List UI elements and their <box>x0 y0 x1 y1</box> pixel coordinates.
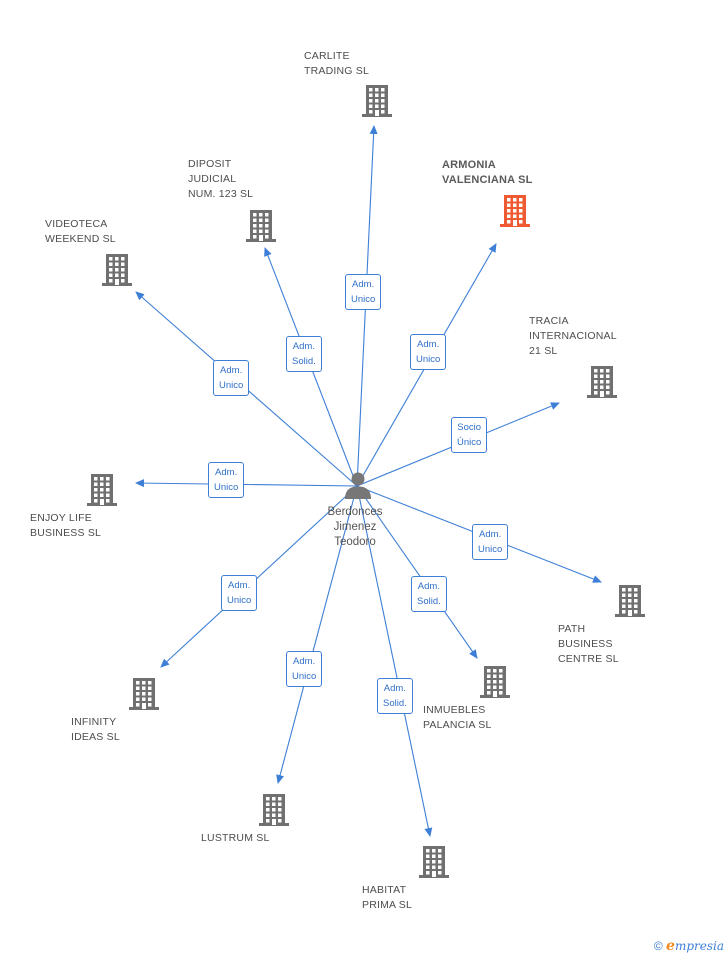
company-label-armonia[interactable]: ARMONIA VALENCIANA SL <box>442 159 533 186</box>
building-icon-diposit[interactable] <box>244 208 278 244</box>
edge-label-lustrum[interactable]: Adm. Unico <box>286 651 323 687</box>
edge-label-habitat[interactable]: Adm. Solid. <box>377 678 413 714</box>
edge-label-inmuebles[interactable]: Adm. Solid. <box>411 576 447 612</box>
edge-line-inmuebles <box>356 485 478 659</box>
person-label: Berdonces Jimenez Teodoro <box>327 506 383 548</box>
company-label-enjoy[interactable]: ENJOY LIFE BUSINESS SL <box>30 512 102 539</box>
edge-label-carlite[interactable]: Adm. Unico <box>345 274 382 310</box>
building-icon-inmuebles[interactable] <box>478 664 512 700</box>
edge-label-enjoy[interactable]: Adm. Unico <box>208 462 245 498</box>
company-label-habitat[interactable]: HABITAT PRIMA SL <box>362 884 413 911</box>
person-icon <box>345 472 371 499</box>
edge-label-armonia[interactable]: Adm. Unico <box>410 334 447 370</box>
person-node[interactable] <box>330 466 386 506</box>
edge-label-videoteca[interactable]: Adm. Unico <box>213 360 250 396</box>
company-label-tracia[interactable]: TRACIA INTERNACIONAL 21 SL <box>529 315 617 357</box>
building-icon-videoteca[interactable] <box>100 252 134 288</box>
company-label-videoteca[interactable]: VIDEOTECA WEEKEND SL <box>45 218 116 245</box>
company-label-inmuebles[interactable]: INMUEBLES PALANCIA SL <box>423 704 492 731</box>
company-label-path[interactable]: PATH BUSINESS CENTRE SL <box>558 623 619 665</box>
company-label-lustrum[interactable]: LUSTRUM SL <box>201 832 270 844</box>
edge-line-lustrum <box>276 485 358 784</box>
building-icon-habitat[interactable] <box>417 844 451 880</box>
building-icon-infinity[interactable] <box>127 676 161 712</box>
company-label-diposit[interactable]: DIPOSIT JUDICIAL NUM. 123 SL <box>188 158 254 200</box>
building-icon-lustrum[interactable] <box>257 792 291 828</box>
building-icon-carlite[interactable] <box>360 83 394 119</box>
footer: © empresia <box>654 938 724 954</box>
edge-line-habitat <box>356 485 433 837</box>
company-label-carlite[interactable]: CARLITE TRADING SL <box>304 50 370 77</box>
building-icon-tracia[interactable] <box>585 364 619 400</box>
edge-label-infinity[interactable]: Adm. Unico <box>221 575 258 611</box>
building-icon-enjoy[interactable] <box>85 472 119 508</box>
building-icon-path[interactable] <box>613 583 647 619</box>
edge-line-infinity <box>160 485 358 668</box>
edge-line-enjoy <box>135 479 358 488</box>
edge-label-path[interactable]: Adm. Unico <box>472 524 509 560</box>
copyright-symbol: © <box>653 939 663 953</box>
company-label-infinity[interactable]: INFINITY IDEAS SL <box>71 716 120 743</box>
brand-logo[interactable]: empresia <box>666 938 724 954</box>
edge-label-diposit[interactable]: Adm. Solid. <box>286 336 322 372</box>
building-icon-armonia[interactable] <box>498 193 532 229</box>
edge-label-tracia[interactable]: Socio Único <box>451 417 488 453</box>
